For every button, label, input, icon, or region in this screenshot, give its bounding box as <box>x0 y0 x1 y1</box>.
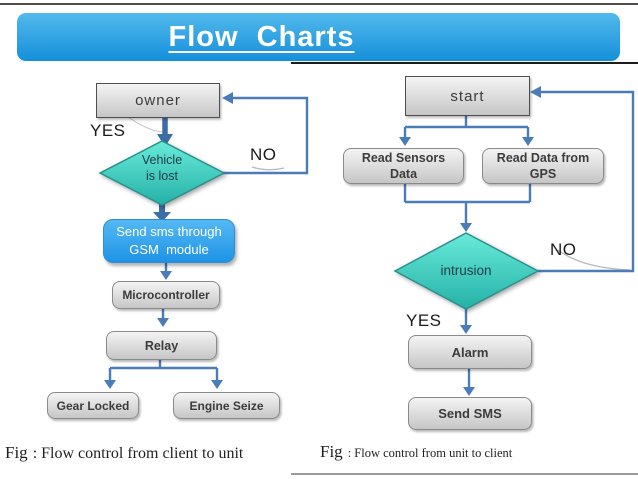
send-sms-line2: GSM module <box>129 242 209 257</box>
read-gps-node: Read Data from GPS <box>482 148 604 184</box>
read-sensors-line1: Read Sensors <box>361 150 446 165</box>
read-sensors-node: Read Sensors Data <box>343 148 464 184</box>
right-chart-arrowheads <box>399 86 541 396</box>
left-caption-text: : Flow control from client to unit <box>32 445 244 462</box>
owner-node: owner <box>96 83 220 118</box>
send-sms-node: Send SMS <box>408 397 532 430</box>
left-chart-arrowheads <box>104 92 233 389</box>
right-caption-fig: Fig <box>320 442 343 461</box>
gear-locked-node: Gear Locked <box>47 392 139 419</box>
scan-artifact-curve <box>127 116 165 133</box>
left-chart-thick-arrowheads <box>153 134 173 222</box>
start-node: start <box>405 76 530 116</box>
vehicle-lost-line2: is lost <box>146 168 178 183</box>
scan-artifact-curve <box>557 249 631 271</box>
microcontroller-node: Microcontroller <box>112 281 220 309</box>
intrusion-diamond <box>393 232 540 310</box>
title-banner: Flow Charts <box>17 13 620 61</box>
engine-seize-node: Engine Seize <box>173 392 280 419</box>
send-sms-gsm-node: Send sms through GSM module <box>103 219 235 263</box>
intrusion-text: intrusion <box>440 263 492 278</box>
alarm-node: Alarm <box>408 335 532 369</box>
yes-label-left: YES <box>90 121 126 140</box>
left-caption: Fig: Flow control from client to unit <box>5 443 243 463</box>
vehicle-lost-text: Vehicle is lost <box>112 153 212 184</box>
right-caption-text: : Flow control from unit to client <box>347 446 513 460</box>
yes-label-right: YES <box>406 311 442 330</box>
left-caption-fig: Fig <box>5 443 28 462</box>
vehicle-lost-line1: Vehicle <box>141 153 183 167</box>
page-title: Flow Charts <box>168 20 355 53</box>
no-label-left: NO <box>250 145 277 164</box>
read-gps-line1: Read Data from <box>496 150 590 165</box>
vehicle-lost-diamond <box>98 140 226 206</box>
left-chart-lines <box>108 96 309 381</box>
right-chart-frame <box>291 62 638 475</box>
send-sms-line1: Send sms through <box>116 223 222 239</box>
no-label-right: NO <box>550 240 577 259</box>
relay-node: Relay <box>106 331 217 360</box>
read-sensors-line2: Data <box>389 167 418 181</box>
top-divider-line <box>0 3 638 5</box>
right-caption: Fig : Flow control from unit to client <box>320 442 512 462</box>
read-gps-line2: GPS <box>529 167 557 181</box>
right-chart-lines <box>403 90 635 388</box>
scan-artifact-curve <box>251 166 285 171</box>
